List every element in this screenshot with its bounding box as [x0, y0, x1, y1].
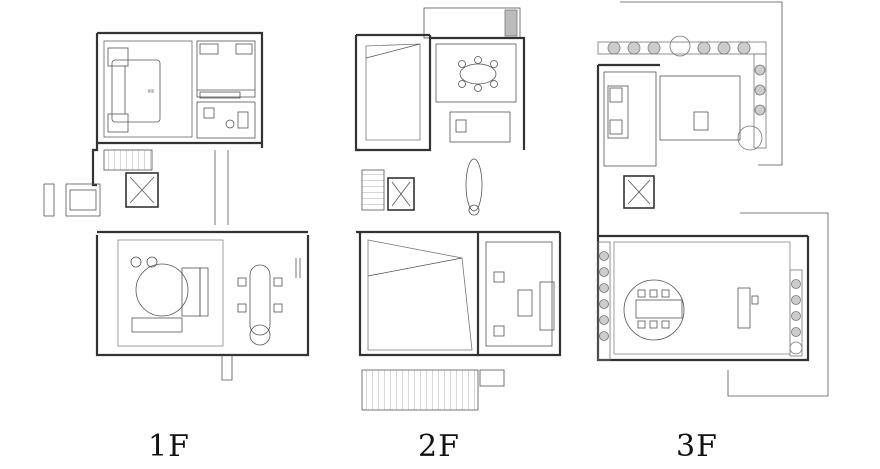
roof-outline-bottom-3f: [727, 212, 829, 397]
stairs-2f: [361, 169, 385, 211]
elevator-2f: [387, 177, 415, 211]
exterior-walls-2f: [354, 33, 562, 357]
dining-hall-3f: [613, 241, 791, 355]
stairs-1f: [103, 149, 153, 171]
entry-porch-1f: [43, 183, 55, 217]
floor-label-2f: 2F: [418, 429, 460, 464]
bottom-terrace-2f: [361, 369, 479, 411]
exterior-walls-3f: [596, 63, 810, 362]
long-table-3f: [635, 299, 683, 319]
floor-plan-1f: 卧室: [43, 31, 310, 381]
planter-lower-3f: [597, 241, 803, 361]
bedroom-1f: [103, 40, 193, 138]
floor-plan-2f: [354, 7, 562, 411]
lounge-2f: [485, 241, 553, 347]
living-room-1f: [117, 239, 224, 347]
dining-table-1f: [249, 264, 271, 336]
elevator-1f: [125, 172, 159, 208]
floor-plan-3f: [596, 1, 829, 397]
exterior-walls-1f: [91, 31, 310, 357]
svg-text:卧室: 卧室: [148, 88, 154, 93]
study-2f: [435, 43, 517, 103]
floor-label-1f: 1F: [148, 429, 190, 464]
bathroom-1f: [196, 101, 256, 139]
floor-label-3f: 3F: [676, 429, 718, 464]
elevator-3f: [623, 175, 655, 209]
bed-1f: [111, 59, 161, 123]
bath-3f: [659, 75, 741, 141]
kitchen-1f: [196, 40, 256, 98]
planter-top-3f: [597, 35, 767, 151]
roof-outline-top-3f: [620, 1, 783, 166]
bedroom-3f: [603, 71, 657, 167]
bath-2f: [449, 111, 511, 143]
